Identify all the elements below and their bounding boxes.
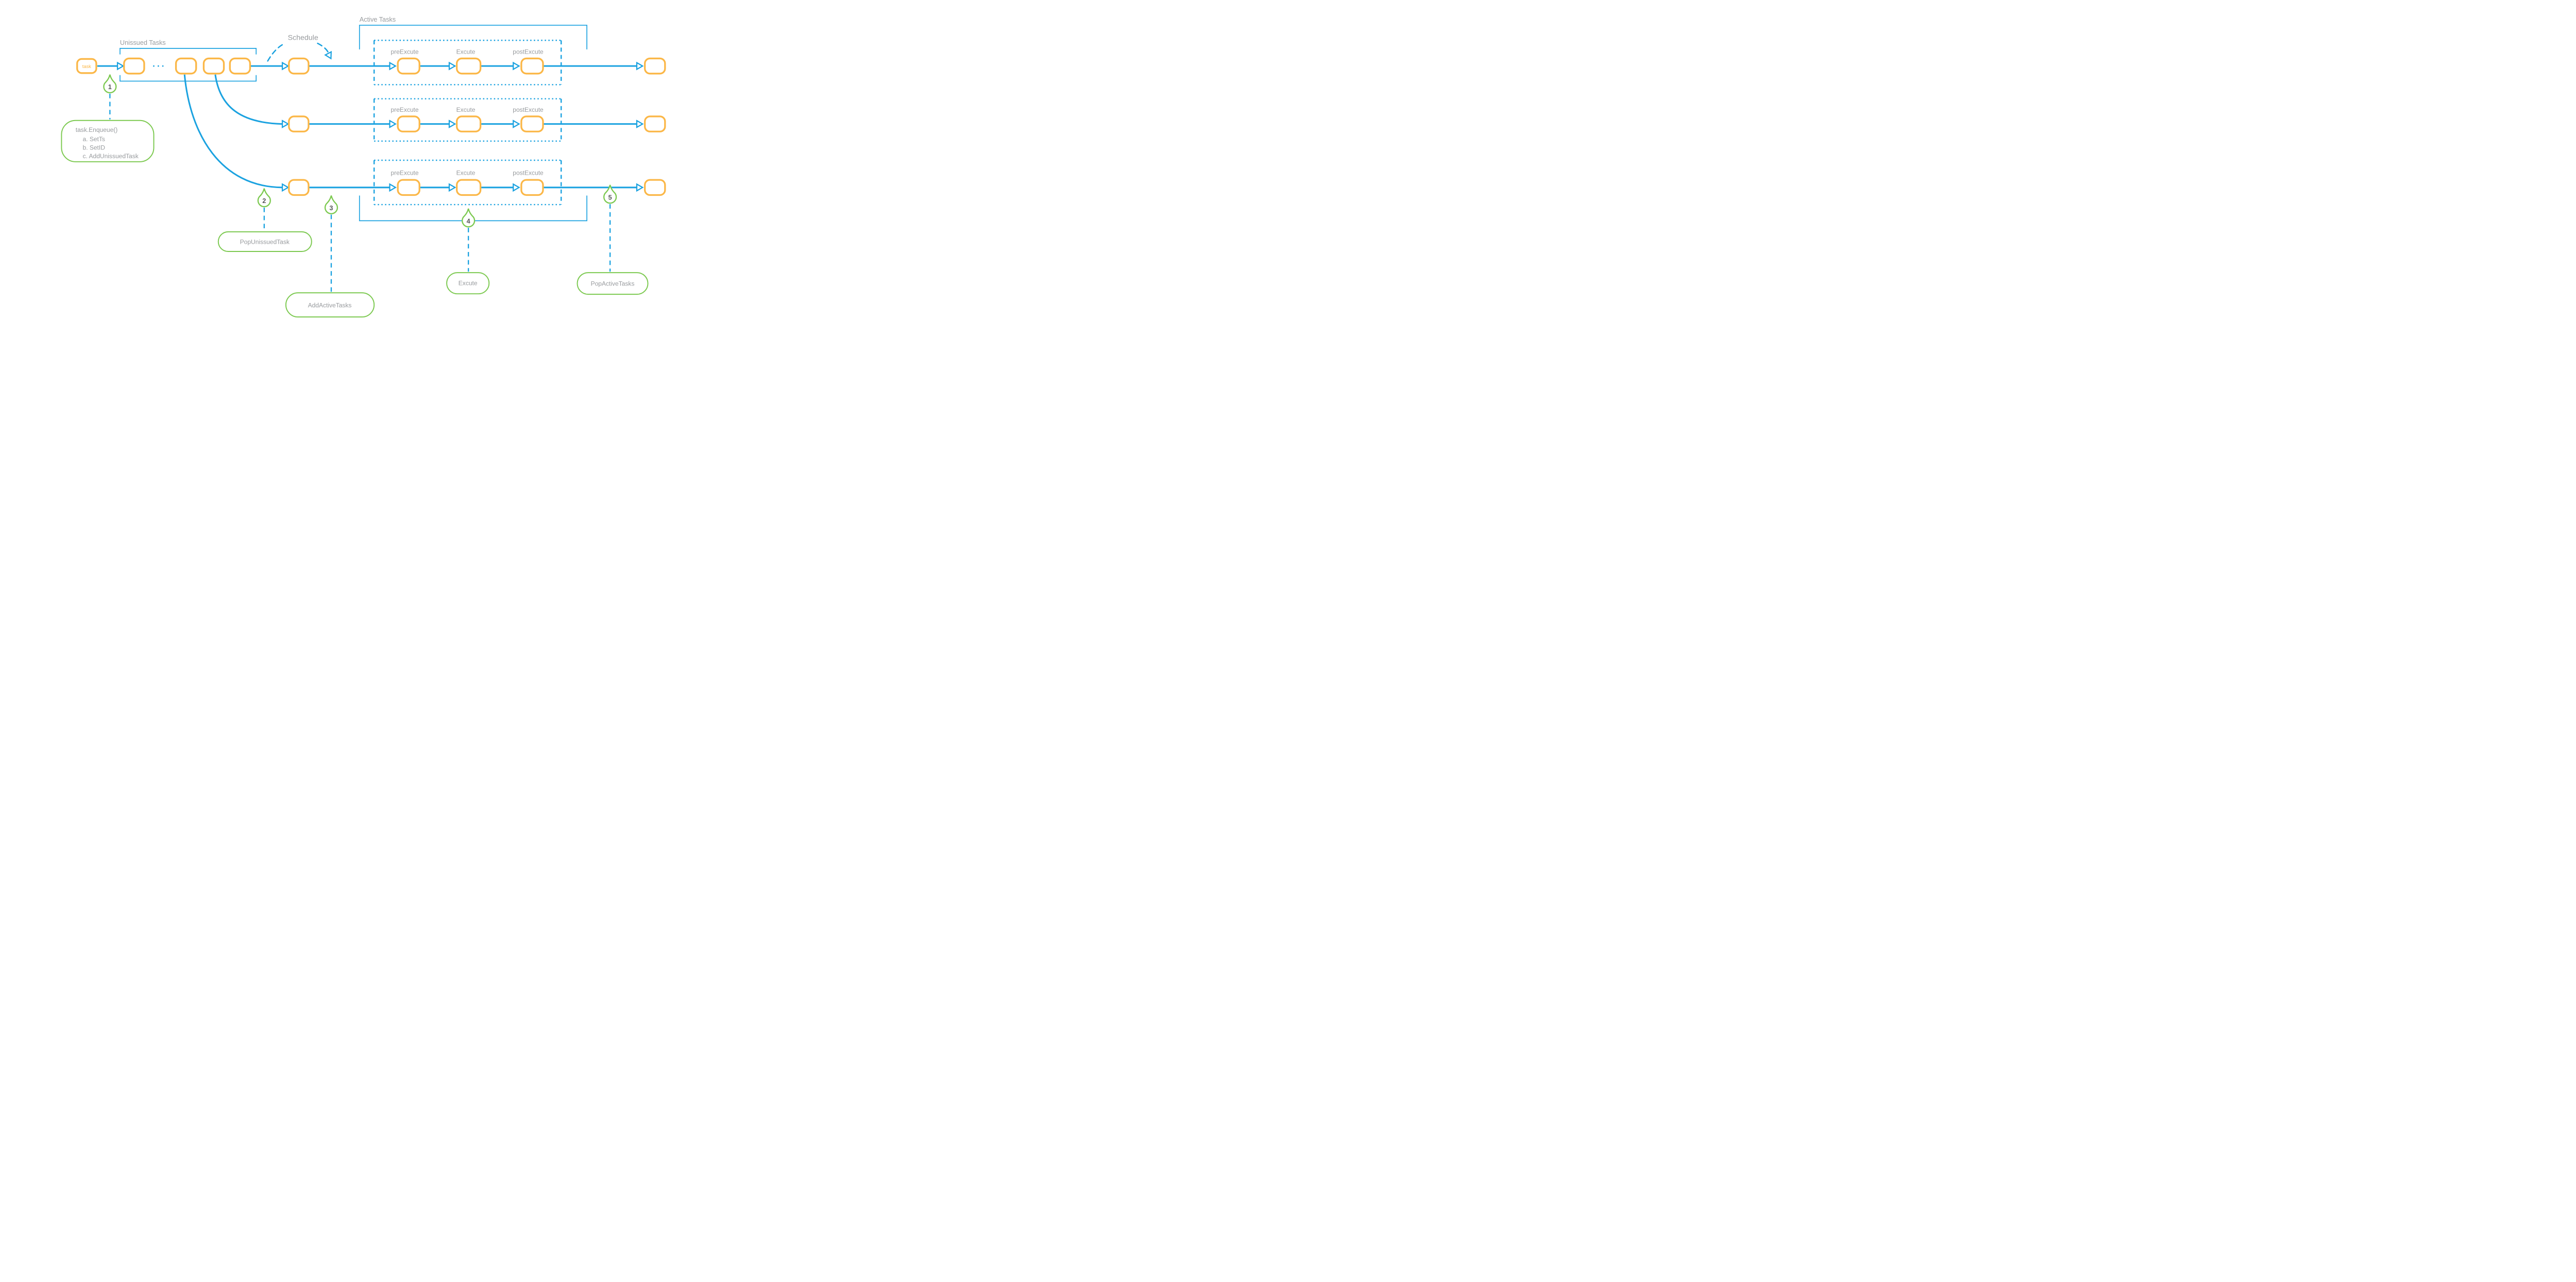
stage-label-postexcute: postExcute [513, 169, 544, 176]
preexcute-node-row2 [397, 115, 420, 132]
dispatch-curve-row2 [214, 74, 283, 125]
pill-label: PopActiveTasks [591, 280, 635, 288]
dispatch-curve-row3 [183, 74, 283, 189]
marker-drop-2: 2 [257, 188, 271, 208]
marker-number: 2 [262, 197, 266, 205]
task-node-label: task [82, 64, 91, 69]
arrowhead-icon [448, 183, 456, 192]
annotations: task.Enqueue() a. SetTs b. SetID c. AddU… [61, 120, 649, 318]
stage-label-preexcute: preExcute [391, 48, 418, 56]
arrowhead-icon [324, 50, 332, 60]
queue-node [229, 57, 251, 75]
arrowhead-icon [116, 61, 125, 71]
marker-drop-4: 4 [462, 208, 476, 228]
annotation-title: task.Enqueue() [76, 126, 118, 133]
arrowhead-icon [389, 183, 397, 192]
marker-number: 3 [329, 204, 333, 212]
schedule-arc [267, 42, 332, 62]
pill-label: Excute [459, 280, 478, 287]
unissued-tasks-title: Unissued Tasks [120, 39, 166, 46]
entry-node-row3 [288, 179, 310, 196]
end-node-row3 [644, 179, 666, 196]
unissued-bracket [120, 48, 257, 82]
queue-node [175, 57, 197, 75]
stage-label-excute: Excute [456, 48, 476, 56]
execute-box-row3 [373, 159, 562, 206]
arrowhead-icon [389, 120, 397, 128]
arrowhead-icon [636, 61, 644, 71]
stage-label-excute: Excute [456, 106, 476, 113]
annotation-item: c. AddUnissuedTask [82, 153, 139, 160]
arrowhead-icon [513, 61, 520, 71]
drop-icon [603, 184, 617, 204]
marker-drop-1: 1 [103, 74, 117, 94]
active-tasks-title: Active Tasks [360, 15, 396, 23]
marker-number: 5 [608, 193, 612, 201]
labels: Unissued Tasks Schedule Active Tasks tas… [82, 15, 544, 176]
marker-number: 1 [108, 83, 112, 91]
active-bracket-top [359, 25, 587, 49]
postexcute-node-row1 [520, 57, 544, 75]
arrowhead-icon [281, 61, 290, 71]
drop-icon [324, 195, 338, 214]
marker-drop-3: 3 [324, 195, 338, 214]
task-scheduler-diagram: 1 2 3 4 5 task.Enqueue() a. SetTs b. Set… [0, 0, 778, 320]
diagram-svg: 1 2 3 4 5 task.Enqueue() a. SetTs b. Set… [61, 15, 666, 318]
queue-node [202, 57, 225, 75]
excute-pill [446, 272, 490, 295]
unissued-bracket-top [120, 48, 257, 55]
task-node [76, 58, 97, 74]
excute-node-row3 [455, 179, 482, 196]
queue-ellipsis: ··· [152, 61, 166, 71]
flow-lines [97, 61, 644, 192]
stage-label-preexcute: preExcute [391, 169, 418, 176]
arrowhead-icon [281, 183, 290, 192]
excute-node-row1 [455, 57, 482, 75]
marker-number: 4 [467, 217, 470, 225]
annotation-item: a. SetTs [82, 136, 105, 143]
entry-node-row1 [288, 57, 310, 75]
pop-unissued-task-pill [217, 231, 312, 252]
pill-label: AddActiveTasks [308, 302, 352, 309]
queue-node [123, 57, 145, 75]
arrowhead-icon [636, 120, 644, 128]
arrowhead-icon [389, 61, 397, 71]
schedule-arc-right [317, 42, 330, 55]
preexcute-node-row1 [397, 57, 420, 75]
pop-active-tasks-pill [577, 272, 649, 295]
marker-drop-5: 5 [603, 184, 617, 204]
excute-node-row2 [455, 115, 482, 132]
arrowhead-icon [513, 183, 520, 192]
preexcute-node-row3 [397, 179, 420, 196]
arrowhead-icon [281, 120, 290, 128]
postexcute-node-row3 [520, 179, 544, 196]
annotation-item: b. SetID [82, 144, 105, 151]
unissued-bracket-bottom [120, 75, 257, 82]
entry-node-row2 [288, 115, 310, 132]
end-node-row1 [644, 57, 666, 75]
nodes [76, 57, 666, 196]
pill-label: PopUnissuedTask [240, 238, 290, 245]
arrowhead-icon [448, 61, 456, 71]
execute-box-row1 [373, 40, 562, 86]
add-active-tasks-pill [285, 292, 375, 318]
drop-icon [257, 188, 271, 208]
arrowhead-icon [636, 183, 644, 192]
stage-label-excute: Excute [456, 169, 476, 176]
arrowhead-icon [513, 120, 520, 128]
end-node-row2 [644, 115, 666, 132]
stage-label-postexcute: postExcute [513, 106, 544, 113]
arrowhead-icon [448, 120, 456, 128]
markers: 1 2 3 4 5 [103, 74, 617, 292]
enqueue-annotation-box [61, 120, 155, 162]
schedule-arc-left [267, 42, 286, 62]
stage-label-postexcute: postExcute [513, 48, 544, 56]
schedule-label: Schedule [288, 33, 318, 42]
postexcute-node-row2 [520, 115, 544, 132]
drop-icon [103, 74, 117, 94]
stage-label-preexcute: preExcute [391, 106, 418, 113]
drop-icon [462, 208, 476, 228]
